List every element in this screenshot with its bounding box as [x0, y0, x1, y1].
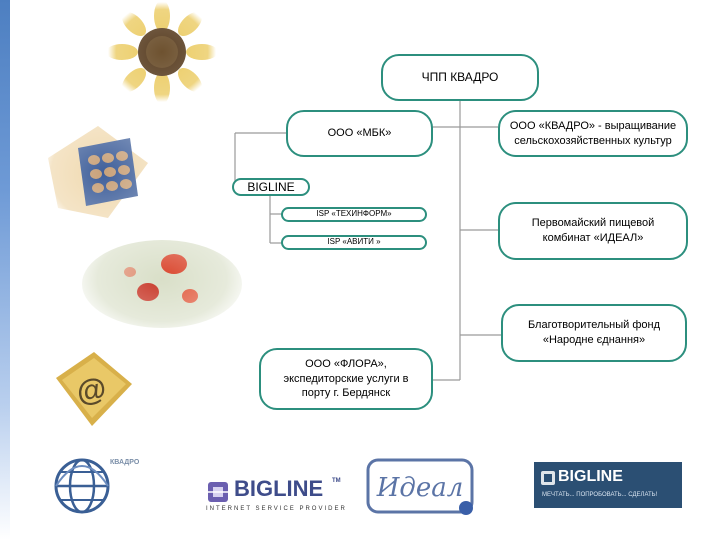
globe-icon	[52, 452, 112, 518]
bigline-logo-text: BIGLINE	[234, 476, 323, 502]
bigline-logo-tagline: INTERNET SERVICE PROVIDER	[206, 506, 347, 512]
bigline-alt-logo-tagline: МЕЧТАТЬ... ПОПРОБОВАТЬ... СДЕЛАТЬ!	[542, 492, 657, 498]
node-kvadro-crops: ООО «КВАДРО» - выращивание сельскохозяйс…	[498, 110, 688, 157]
node-isp-tekhinform: ISP «ТЕХИНФОРМ»	[281, 207, 427, 222]
node-bigline: BIGLINE	[232, 178, 310, 196]
node-flora: ООО «ФЛОРА», экспедиторские услуги в пор…	[259, 348, 433, 410]
node-fund-label: Благотворительный фонд «Народне єднання»	[517, 318, 671, 348]
node-ideal-label: Первомайский пищевой комбинат «ИДЕАЛ»	[530, 216, 656, 246]
node-ideal: Первомайский пищевой комбинат «ИДЕАЛ»	[498, 202, 688, 260]
node-isp-aviti-label: ISP «АВИТИ »	[327, 237, 380, 248]
node-isp-tekhinform-label: ISP «ТЕХИНФОРМ»	[316, 209, 391, 220]
root-node-chpp-kvadro: ЧПП КВАДРО	[381, 54, 539, 101]
node-flora-label: ООО «ФЛОРА», экспедиторские услуги в пор…	[279, 357, 413, 402]
bigline-logo-tm: TM	[332, 478, 341, 484]
node-kvadro-crops-label: ООО «КВАДРО» - выращивание сельскохозяйс…	[506, 119, 680, 149]
node-isp-aviti: ISP «АВИТИ »	[281, 235, 427, 250]
bigline-emblem-icon	[206, 480, 230, 504]
bigline-alt-emblem-icon	[540, 470, 556, 486]
bigline-logo: BIGLINE TM INTERNET SERVICE PROVIDER	[204, 474, 344, 518]
root-node-label: ЧПП КВАДРО	[422, 69, 499, 85]
node-bigline-label: BIGLINE	[247, 179, 294, 195]
node-mbk-label: ООО «МБК»	[328, 126, 392, 141]
node-mbk: ООО «МБК»	[286, 110, 433, 157]
node-fund: Благотворительный фонд «Народне єднання»	[501, 304, 687, 362]
kvadro-logo: КВАДРО	[52, 452, 124, 520]
kvadro-logo-text: КВАДРО	[110, 458, 120, 467]
bigline-alt-logo: BIGLINE МЕЧТАТЬ... ПОПРОБОВАТЬ... СДЕЛАТ…	[534, 462, 682, 508]
ideal-logo-text: Идеал	[376, 473, 464, 503]
ideal-logo-shape: Идеал	[366, 456, 478, 518]
bigline-alt-logo-text: BIGLINE	[558, 468, 623, 486]
ideal-logo: Идеал	[366, 456, 478, 518]
